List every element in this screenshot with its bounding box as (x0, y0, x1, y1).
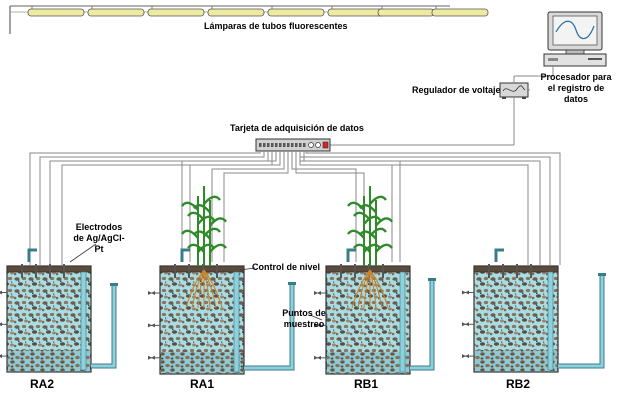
lamp-tube-1 (27, 8, 85, 17)
reactor-label-ra1: RA1 (189, 377, 214, 391)
lamp-tube-7 (377, 8, 435, 17)
daq-card-icon (255, 138, 331, 152)
lamp-tube-6 (327, 8, 385, 17)
plant-ra1 (181, 186, 227, 309)
voltage-regulator-icon (499, 82, 529, 99)
electrodes-label: Electrodos de Ag/AgCl-Pt (73, 222, 125, 254)
reactor-label-ra2: RA2 (29, 377, 54, 391)
reactor-tank-ra2 (0, 248, 118, 373)
lamp-tube-5 (267, 8, 325, 17)
reactor-tank-rb1 (314, 186, 436, 375)
reactor-tank-rb2 (462, 248, 606, 373)
signal-wires (29, 151, 561, 265)
lamp-tube-4 (207, 8, 265, 17)
processor-label: Procesador para el registro de datos (540, 72, 612, 104)
plant-rb1 (347, 186, 393, 309)
lamp-tube-2 (87, 8, 145, 17)
daq-card-label: Tarjeta de adquisición de datos (230, 123, 364, 133)
reactor-label-rb2: RB2 (505, 377, 530, 391)
processor-computer-icon (543, 11, 607, 67)
lamp-array (9, 5, 489, 34)
sampling-points-label: Puntos de muestreo (282, 308, 326, 329)
reactor-tank-ra1 (148, 186, 296, 375)
lamp-tube-3 (147, 8, 205, 17)
level-control-label: Control de nivel (252, 262, 321, 272)
reactor-label-rb1: RB1 (353, 377, 378, 391)
lamps-label: Lámparas de tubos fluorescentes (204, 21, 348, 31)
regulator-label: Regulador de voltaje (412, 85, 501, 95)
lamp-tube-8 (431, 8, 489, 17)
